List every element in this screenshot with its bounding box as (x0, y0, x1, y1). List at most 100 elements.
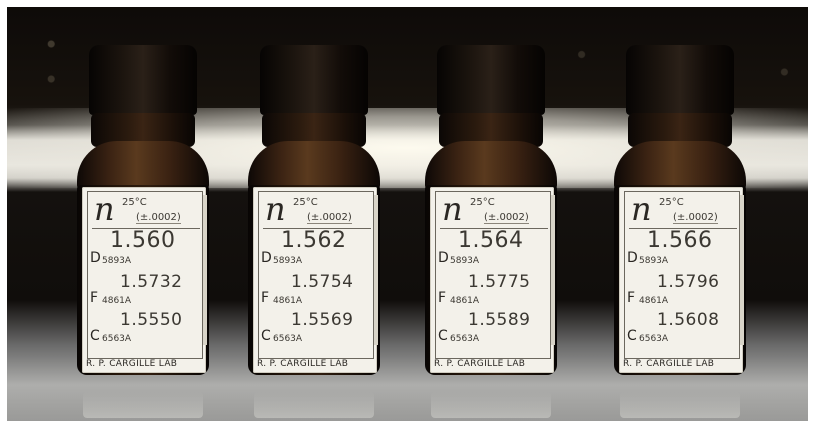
label-grid: n 25°C (±.0002) 1.562 D 5893A 1.5754 F 4… (258, 190, 374, 359)
line-letter: F (438, 290, 447, 306)
line-f-row: 1.5775 F 4861A (438, 272, 546, 316)
index-header: n 25°C (±.0002) (263, 190, 371, 229)
tolerance: (±.0002) (484, 212, 529, 224)
line-value: 1.5775 (468, 272, 531, 292)
line-wavelength: 5893A (273, 256, 303, 266)
index-header: n 25°C (±.0002) (92, 190, 200, 229)
bottle-label: n 25°C (±.0002) 1.562 D 5893A 1.5754 F 4… (253, 187, 378, 373)
index-symbol: n (631, 190, 652, 228)
line-value: 1.562 (281, 228, 347, 253)
line-f-row: 1.5796 F 4861A (627, 272, 735, 316)
bottle-shoulder (77, 141, 209, 191)
maker-text: R. P. CARGILLE LAB (623, 359, 715, 369)
line-wavelength: 6563A (273, 334, 303, 344)
line-f-row: 1.5732 F 4861A (90, 272, 198, 316)
label-grid: n 25°C (±.0002) 1.560 D 5893A 1.5732 F 4… (87, 190, 203, 359)
line-letter: F (261, 290, 270, 306)
bottle-reflection (254, 392, 374, 418)
tolerance: (±.0002) (307, 212, 352, 224)
bottle-label: n 25°C (±.0002) 1.566 D 5893A 1.5796 F 4… (619, 187, 744, 373)
line-wavelength: 4861A (639, 296, 669, 306)
line-d-row: 1.562 D 5893A (261, 228, 369, 270)
bottle-3: n 25°C (±.0002) 1.564 D 5893A 1.5775 F 4… (425, 45, 557, 375)
line-wavelength: 6563A (450, 334, 480, 344)
bottle-reflection (83, 392, 203, 418)
bottle-4: n 25°C (±.0002) 1.566 D 5893A 1.5796 F 4… (614, 45, 746, 375)
line-d-row: 1.564 D 5893A (438, 228, 546, 270)
temperature: 25°C (122, 197, 147, 208)
line-value: 1.566 (647, 228, 713, 253)
maker-text: R. P. CARGILLE LAB (257, 359, 349, 369)
line-letter: F (90, 290, 99, 306)
line-value: 1.5589 (468, 310, 531, 330)
bottle-label: n 25°C (±.0002) 1.560 D 5893A 1.5732 F 4… (82, 187, 207, 373)
bottle-2: n 25°C (±.0002) 1.562 D 5893A 1.5754 F 4… (248, 45, 380, 375)
line-value: 1.5569 (291, 310, 354, 330)
index-header: n 25°C (±.0002) (440, 190, 548, 229)
bottle-reflection (431, 392, 551, 418)
maker-text: R. P. CARGILLE LAB (86, 359, 178, 369)
line-value: 1.5754 (291, 272, 354, 292)
line-letter: D (261, 250, 272, 266)
tolerance: (±.0002) (136, 212, 181, 224)
bottle-cap (626, 45, 734, 115)
photo-border-right (808, 0, 816, 421)
bottle-cap (437, 45, 545, 115)
line-wavelength: 4861A (102, 296, 132, 306)
temperature: 25°C (659, 197, 684, 208)
label-grid: n 25°C (±.0002) 1.564 D 5893A 1.5775 F 4… (435, 190, 551, 359)
bottle-cap (260, 45, 368, 115)
bottle-shoulder (614, 141, 746, 191)
line-value: 1.5796 (657, 272, 720, 292)
temperature: 25°C (293, 197, 318, 208)
line-letter: F (627, 290, 636, 306)
line-letter: C (627, 328, 637, 344)
line-value: 1.5732 (120, 272, 183, 292)
index-symbol: n (442, 190, 463, 228)
bottle-shoulder (248, 141, 380, 191)
bottle-1: n 25°C (±.0002) 1.560 D 5893A 1.5732 F 4… (77, 45, 209, 375)
line-wavelength: 5893A (102, 256, 132, 266)
line-wavelength: 5893A (639, 256, 669, 266)
line-letter: C (90, 328, 100, 344)
label-side-tab (740, 195, 744, 345)
index-symbol: n (265, 190, 286, 228)
line-d-row: 1.560 D 5893A (90, 228, 198, 270)
line-letter: C (261, 328, 271, 344)
photo-border-left (0, 0, 7, 421)
line-c-row: 1.5550 C 6563A (90, 310, 198, 354)
tolerance: (±.0002) (673, 212, 718, 224)
bottle-reflection (620, 392, 740, 418)
bottle-shoulder (425, 141, 557, 191)
photo-border-top (0, 0, 816, 7)
line-letter: D (627, 250, 638, 266)
line-c-row: 1.5608 C 6563A (627, 310, 735, 354)
bottle-cap (89, 45, 197, 115)
line-wavelength: 6563A (102, 334, 132, 344)
line-value: 1.5608 (657, 310, 720, 330)
label-side-tab (551, 195, 555, 345)
line-wavelength: 5893A (450, 256, 480, 266)
index-symbol: n (94, 190, 115, 228)
line-value: 1.5550 (120, 310, 183, 330)
label-grid: n 25°C (±.0002) 1.566 D 5893A 1.5796 F 4… (624, 190, 740, 359)
label-side-tab (203, 195, 207, 345)
line-c-row: 1.5589 C 6563A (438, 310, 546, 354)
line-letter: D (90, 250, 101, 266)
line-letter: C (438, 328, 448, 344)
line-d-row: 1.566 D 5893A (627, 228, 735, 270)
line-value: 1.564 (458, 228, 524, 253)
label-side-tab (374, 195, 378, 345)
line-wavelength: 4861A (273, 296, 303, 306)
line-wavelength: 6563A (639, 334, 669, 344)
line-f-row: 1.5754 F 4861A (261, 272, 369, 316)
line-letter: D (438, 250, 449, 266)
bottle-label: n 25°C (±.0002) 1.564 D 5893A 1.5775 F 4… (430, 187, 555, 373)
line-wavelength: 4861A (450, 296, 480, 306)
line-value: 1.560 (110, 228, 176, 253)
maker-text: R. P. CARGILLE LAB (434, 359, 526, 369)
line-c-row: 1.5569 C 6563A (261, 310, 369, 354)
temperature: 25°C (470, 197, 495, 208)
index-header: n 25°C (±.0002) (629, 190, 737, 229)
